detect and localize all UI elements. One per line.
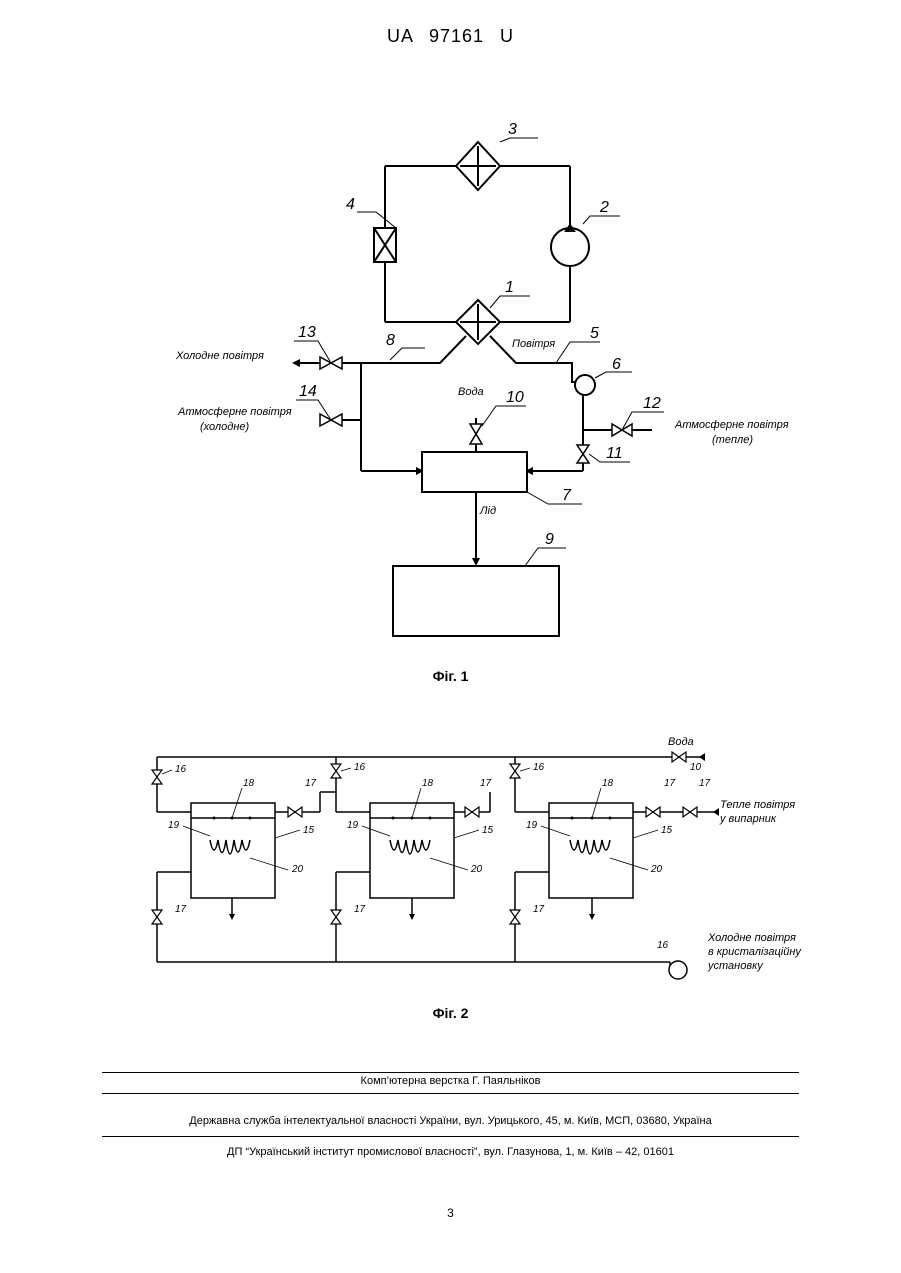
- label-16-b: 16: [354, 762, 366, 773]
- page-number: 3: [0, 1206, 901, 1220]
- label-16-c: 16: [533, 762, 545, 773]
- label-cold-air-2: в кристалізаційну: [708, 946, 802, 958]
- valve-17-bottom-2: [331, 910, 341, 924]
- footer-institute: ДП “Український інститут промислової вла…: [0, 1146, 901, 1158]
- label-cold-air-3: установку: [707, 960, 764, 972]
- valve-17-top-1: [288, 807, 302, 817]
- valve-17-top-2: [465, 807, 479, 817]
- label-18-c: 18: [602, 778, 614, 789]
- crystallizer-unit-2: [336, 757, 490, 962]
- footer-layout-credit: Комп’ютерна верстка Г. Паяльніков: [0, 1075, 901, 1087]
- figure-2-caption: Фіг. 2: [0, 1005, 901, 1021]
- figure-2-diagram: 16 16 16 18 18 18 17 17 17 17 19 19 19 1…: [0, 0, 901, 1000]
- label-15-c: 15: [661, 825, 673, 836]
- label-18-a: 18: [243, 778, 255, 789]
- footer-rule-3: [102, 1136, 799, 1137]
- label-18-b: 18: [422, 778, 434, 789]
- fan-16: [669, 961, 687, 979]
- valve-17-bottom-1: [152, 910, 162, 924]
- label-20-a: 20: [291, 864, 304, 875]
- label-cold-air-1: Холодне повітря: [707, 932, 796, 944]
- valve-17-top-3b: [683, 807, 697, 817]
- footer-agency: Державна служба інтелектуальної власност…: [0, 1115, 901, 1127]
- valve-10-fig2: [672, 752, 686, 762]
- label-15-b: 15: [482, 825, 494, 836]
- label-15-a: 15: [303, 825, 315, 836]
- valve-16-unit-3: [510, 764, 520, 778]
- valve-17-bottom-3: [510, 910, 520, 924]
- footer-rule-2: [102, 1093, 799, 1094]
- label-17-e: 17: [175, 904, 187, 915]
- label-19-c: 19: [526, 820, 538, 831]
- label-17-b: 17: [480, 778, 492, 789]
- label-19-b: 19: [347, 820, 359, 831]
- label-19-a: 19: [168, 820, 180, 831]
- label-20-b: 20: [470, 864, 483, 875]
- label-17-c: 17: [664, 778, 676, 789]
- footer-rule-top: [102, 1072, 799, 1073]
- valve-16-unit-2: [331, 764, 341, 778]
- valve-17-top-3a: [646, 807, 660, 817]
- label-20-c: 20: [650, 864, 663, 875]
- label-16-fan: 16: [657, 940, 669, 951]
- label-16-a: 16: [175, 764, 187, 775]
- label-10-fig2: 10: [690, 762, 702, 773]
- label-water-fig2: Вода: [668, 736, 694, 748]
- label-17-f: 17: [354, 904, 366, 915]
- valve-16-unit-1: [152, 770, 162, 784]
- label-17-g: 17: [533, 904, 545, 915]
- label-17-d: 17: [699, 778, 711, 789]
- label-warm-air-1: Тепле повітря: [720, 799, 795, 811]
- label-warm-air-2: у випарник: [719, 813, 777, 825]
- label-17-a: 17: [305, 778, 317, 789]
